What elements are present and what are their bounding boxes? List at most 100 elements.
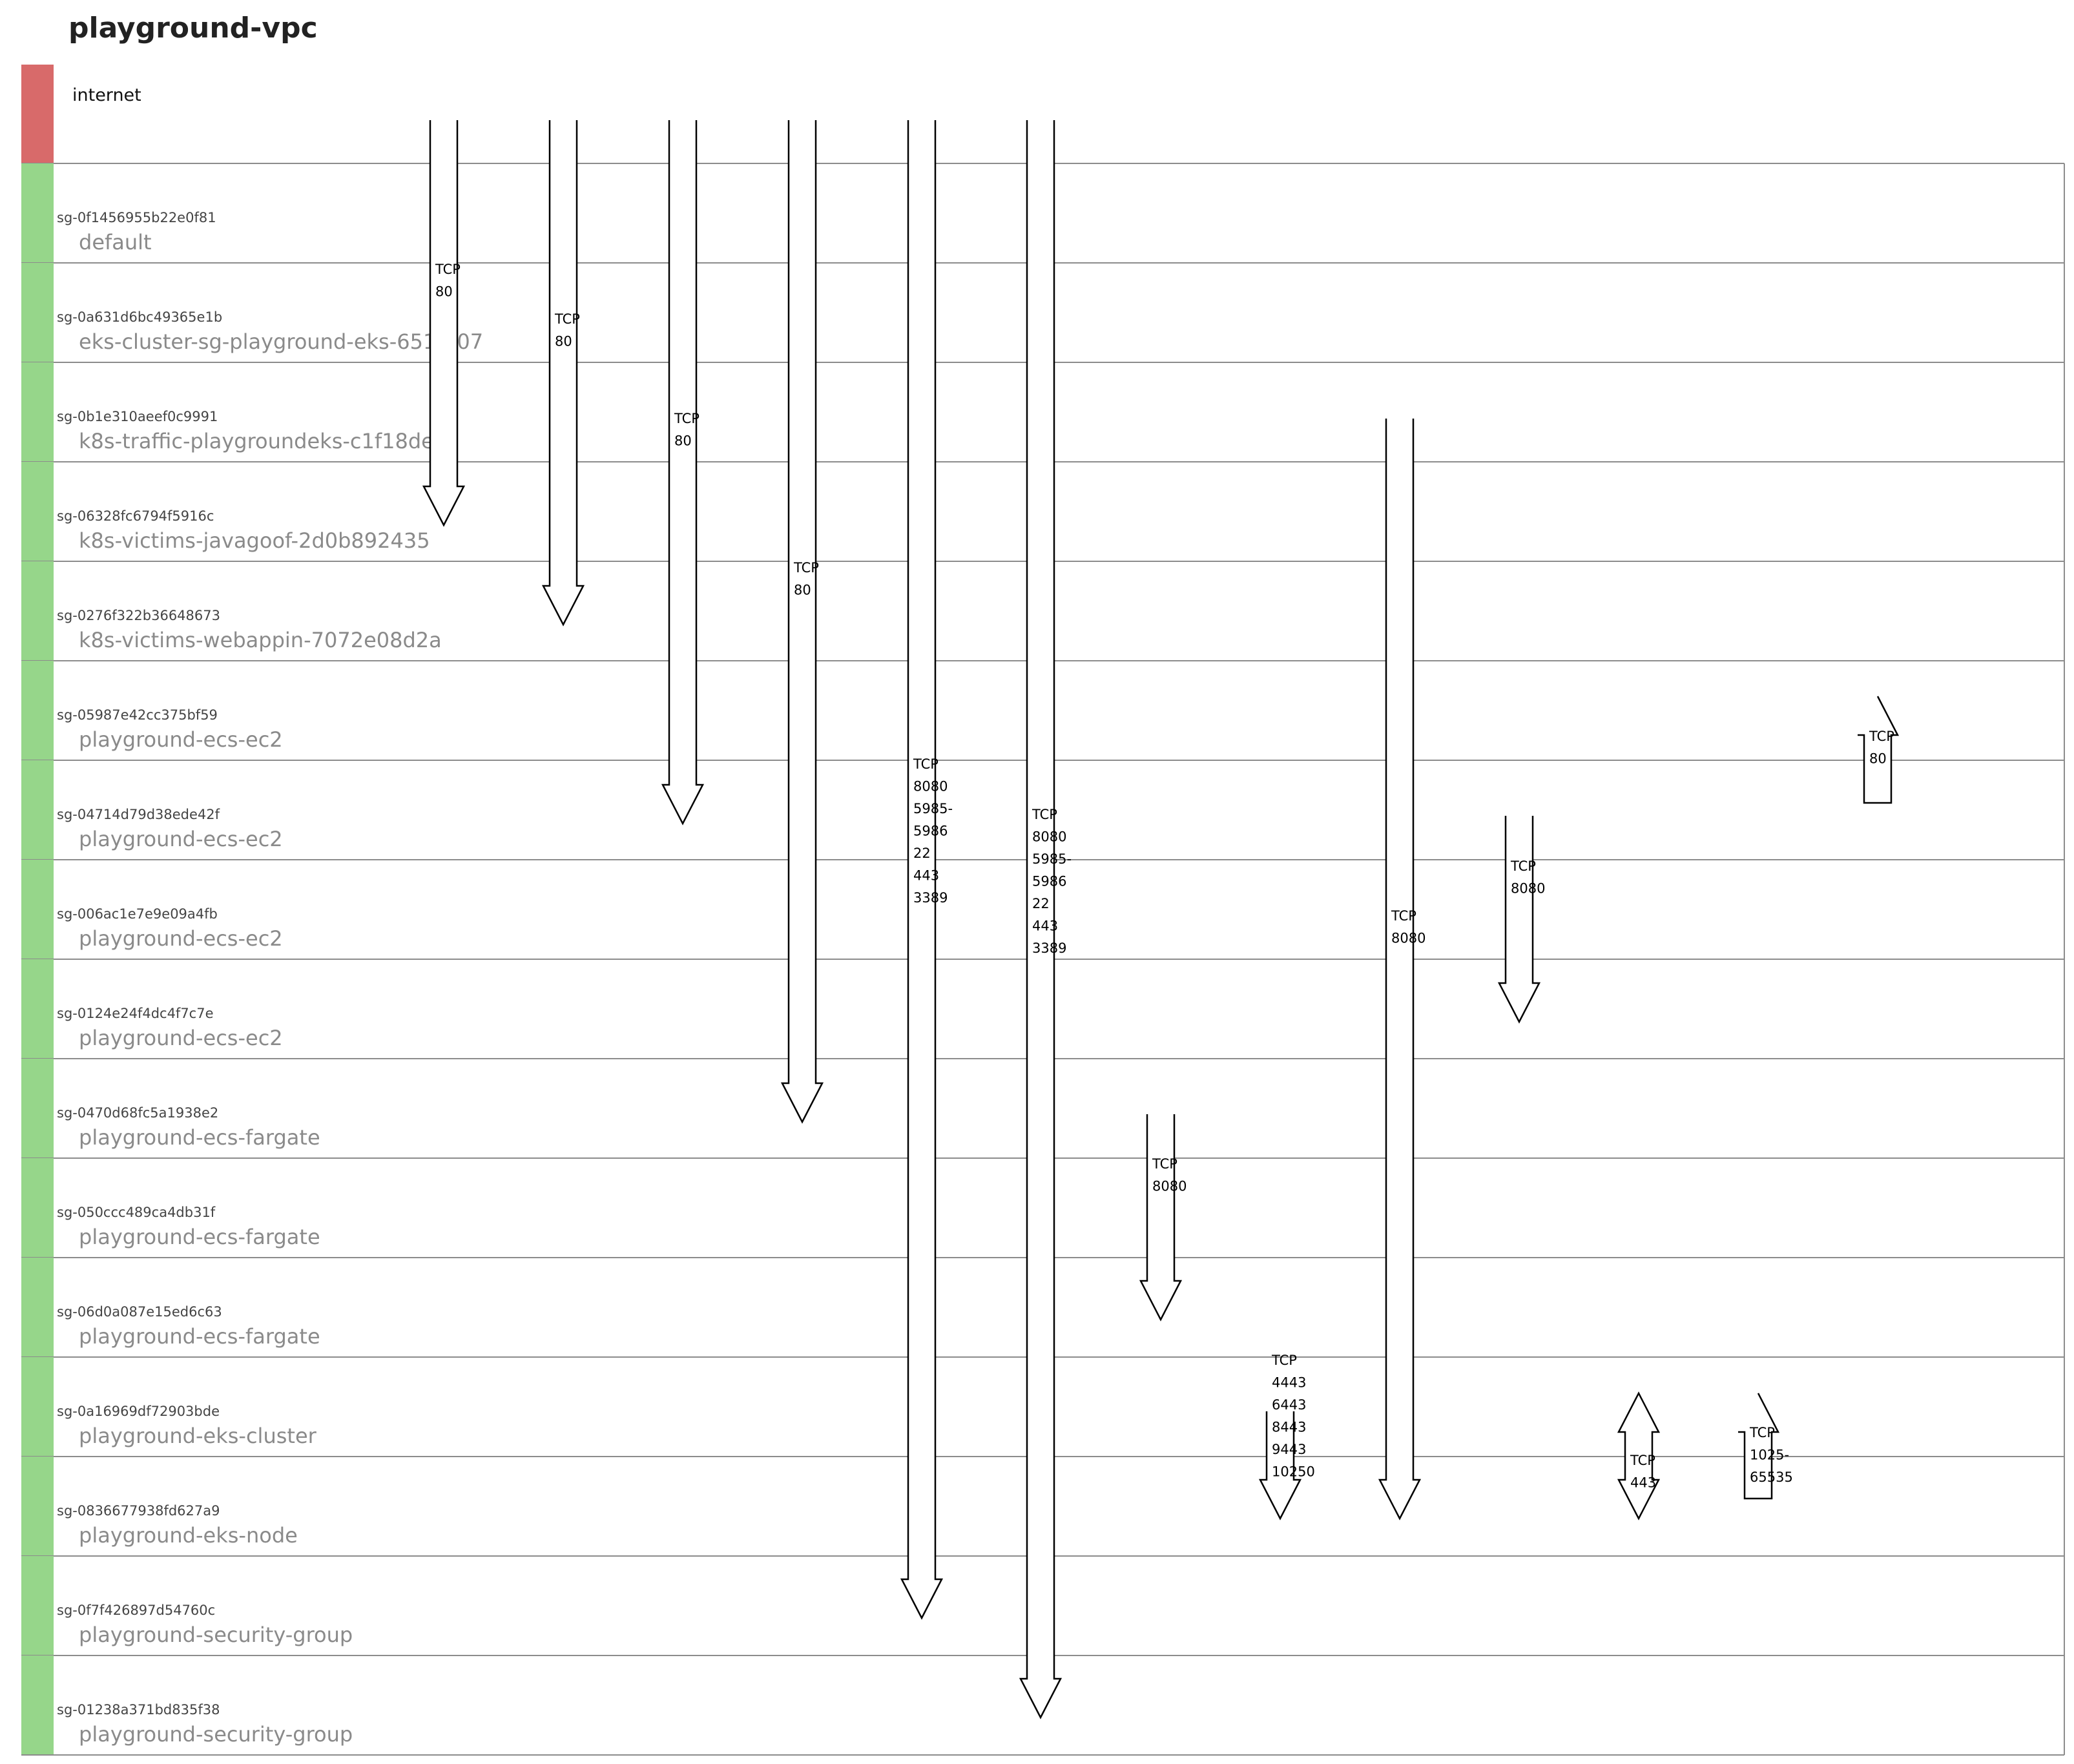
- security-group-name: playground-ecs-ec2: [79, 827, 283, 851]
- security-group-name: playground-ecs-ec2: [79, 1026, 283, 1050]
- bidirectional-arrow-icon: [1617, 1391, 1661, 1520]
- arrow-down-icon: [780, 120, 824, 1124]
- rule-protocol: TCP: [1869, 729, 1894, 744]
- security-group-name: playground-ecs-ec2: [79, 727, 283, 752]
- rule-arrow[interactable]: TCP 443: [1617, 1391, 1661, 1520]
- rule-port: 1025-: [1750, 1448, 1789, 1463]
- rule-port: 80: [555, 334, 572, 349]
- rule-port: 443: [913, 868, 939, 884]
- rule-port: 8080: [913, 779, 948, 794]
- rule-port: 9443: [1272, 1442, 1306, 1457]
- rule-port: 443: [1032, 918, 1058, 934]
- rule-protocol: TCP: [1152, 1156, 1177, 1172]
- security-group-strip: [21, 1357, 54, 1457]
- security-group-id: sg-0a631d6bc49365e1b: [57, 309, 222, 325]
- arrow-down-icon: [422, 120, 466, 527]
- rule-arrow[interactable]: TCP 1025- 65535: [1738, 1393, 1793, 1500]
- security-group-strip: [21, 860, 54, 959]
- arrow-up-icon: [1738, 1393, 1780, 1500]
- security-group-strip: [21, 561, 54, 661]
- security-group-row[interactable]: sg-05987e42cc375bf59 playground-ecs-ec2: [21, 661, 2064, 761]
- security-group-strip: [21, 163, 54, 263]
- rule-protocol: TCP: [1749, 1425, 1775, 1440]
- security-group-id: sg-01238a371bd835f38: [57, 1702, 220, 1717]
- security-group-strip: [21, 1158, 54, 1258]
- rule-port: 80: [674, 433, 692, 449]
- security-group-row[interactable]: sg-050ccc489ca4db31fplayground-ecs-farga…: [21, 1158, 2064, 1258]
- security-group-row[interactable]: sg-01238a371bd835f38playground-security-…: [21, 1655, 2064, 1756]
- security-group-name: k8s-victims-webappin-7072e08d2a: [79, 628, 442, 652]
- rule-protocol: TCP: [793, 560, 819, 576]
- security-group-id: sg-0b1e310aeef0c9991: [57, 409, 218, 424]
- security-group-strip: [21, 661, 54, 760]
- rule-protocol: TCP: [674, 411, 700, 426]
- rule-port: 6443: [1272, 1397, 1306, 1413]
- security-group-id: sg-0f1456955b22e0f81: [57, 210, 216, 225]
- rule-port: 443: [1630, 1475, 1656, 1491]
- rule-port: 3389: [1032, 940, 1066, 956]
- rule-protocol: TCP: [435, 262, 461, 277]
- security-group-name: playground-security-group: [79, 1623, 353, 1647]
- security-group-strip: [21, 263, 54, 362]
- arrow-up-icon: [1858, 696, 1900, 804]
- arrow-down-icon: [1497, 816, 1541, 1024]
- rule-port: 65535: [1750, 1469, 1793, 1485]
- security-group-id: sg-0276f322b36648673: [57, 608, 220, 623]
- security-group-strip: [21, 1059, 54, 1158]
- security-group-strip: [21, 1258, 54, 1357]
- security-group-strip: [21, 362, 54, 462]
- rule-port: 5985-: [1032, 851, 1072, 867]
- security-group-name: playground-ecs-fargate: [79, 1125, 320, 1150]
- rule-port: 4443: [1272, 1375, 1306, 1391]
- security-group-strip: [21, 1655, 54, 1755]
- rule-protocol: TCP: [913, 756, 938, 772]
- security-group-row[interactable]: sg-0b1e310aeef0c9991k8s-traffic-playgrou…: [21, 362, 2064, 462]
- security-group-name: playground-ecs-fargate: [79, 1225, 320, 1249]
- security-group-row[interactable]: sg-06328fc6794f5916ck8s-victims-javagoof…: [21, 462, 2064, 562]
- arrow-down-icon: [1139, 1114, 1183, 1322]
- security-group-row[interactable]: sg-0124e24f4dc4f7c7e playground-ecs-ec2: [21, 959, 2064, 1059]
- rule-port: 10250: [1272, 1464, 1315, 1480]
- security-group-strip: [21, 1556, 54, 1655]
- vpc-title: playground-vpc: [68, 12, 318, 45]
- security-group-name: playground-eks-cluster: [79, 1424, 317, 1448]
- security-group-id: sg-006ac1e7e9e09a4fb: [57, 906, 218, 922]
- rule-protocol: TCP: [1630, 1453, 1655, 1468]
- security-group-strip: [21, 1457, 54, 1556]
- arrow-down-icon: [541, 120, 585, 627]
- security-group-row[interactable]: sg-006ac1e7e9e09a4fb playground-ecs-ec2: [21, 860, 2064, 960]
- rule-port: 5985-: [913, 801, 953, 816]
- arrow-down-icon: [900, 120, 944, 1620]
- rule-protocol: TCP: [1510, 858, 1536, 874]
- security-group-id: sg-05987e42cc375bf59: [57, 707, 218, 723]
- rule-arrow[interactable]: TCP 80: [661, 120, 705, 825]
- rule-protocol: TCP: [1032, 807, 1057, 822]
- arrow-down-icon: [661, 120, 705, 825]
- rule-port: 3389: [913, 890, 948, 906]
- internet-label: internet: [72, 85, 141, 105]
- rule-arrow[interactable]: TCP 80: [1858, 696, 1900, 804]
- rule-port: 80: [1869, 751, 1887, 767]
- arrow-down-icon: [1019, 120, 1063, 1719]
- rule-protocol: TCP: [1391, 908, 1416, 924]
- arrow-down-icon: [1378, 419, 1422, 1520]
- rule-port: 5986: [1032, 874, 1066, 889]
- security-group-row[interactable]: sg-0276f322b36648673 k8s-victims-webappin…: [21, 561, 2064, 661]
- security-group-name: playground-ecs-ec2: [79, 926, 283, 951]
- rule-port: 8443: [1272, 1420, 1306, 1435]
- security-group-id: sg-04714d79d38ede42f: [57, 807, 220, 822]
- security-group-id: sg-0124e24f4dc4f7c7e: [57, 1006, 214, 1021]
